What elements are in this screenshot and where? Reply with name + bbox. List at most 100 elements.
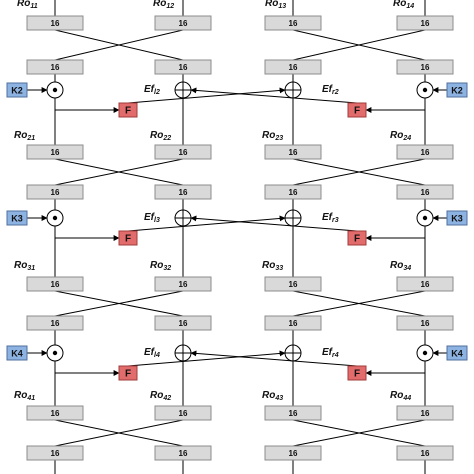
register-label: 16 — [289, 319, 298, 328]
register-label: 16 — [179, 280, 188, 289]
register-label: 16 — [421, 280, 430, 289]
label-subscript: 42 — [162, 395, 171, 402]
f-box-left — [118, 102, 138, 118]
ef-wire-right — [127, 215, 286, 232]
swap-wire — [292, 290, 426, 317]
register-swap-r2-3 — [396, 59, 454, 75]
ro-label-33: Ro33 — [262, 260, 283, 272]
register-swap-final-2 — [264, 445, 322, 461]
register-out-12 — [154, 15, 212, 31]
label-subscript: 43 — [274, 395, 283, 402]
ef-wire-right — [127, 350, 286, 367]
register-label: 16 — [289, 19, 298, 28]
register-out-42 — [154, 405, 212, 421]
register-label: 16 — [51, 19, 60, 28]
ro-label-34: Ro34 — [390, 260, 411, 272]
register-label: 16 — [179, 188, 188, 197]
register-out-23 — [264, 144, 322, 160]
ef-label-r4: Efr4 — [322, 347, 339, 359]
swap-wire — [292, 419, 426, 447]
key-label: K4 — [451, 349, 463, 359]
key-label: K4 — [11, 349, 23, 359]
register-label: 16 — [421, 63, 430, 72]
label-subscript: 12 — [166, 3, 174, 10]
label-subscript: 32 — [163, 265, 171, 272]
and-dot — [422, 215, 428, 221]
label-subscript: 34 — [403, 265, 411, 272]
register-label: 16 — [179, 449, 188, 458]
register-label: 16 — [179, 319, 188, 328]
ro-label-44: Ro44 — [390, 390, 411, 402]
register-swap-r2-2 — [264, 59, 322, 75]
swap-wire — [292, 158, 426, 186]
swap-wire — [54, 158, 184, 186]
and-dot — [52, 87, 58, 93]
register-label: 16 — [421, 148, 430, 157]
register-label: 16 — [179, 19, 188, 28]
register-out-22 — [154, 144, 212, 160]
register-out-43 — [264, 405, 322, 421]
register-label: 16 — [289, 449, 298, 458]
f-box-left — [118, 365, 138, 381]
label-subscript: 24 — [402, 135, 411, 142]
f-box-left — [118, 230, 138, 246]
and-dot — [422, 87, 428, 93]
key-label: K3 — [11, 214, 23, 224]
swap-wire — [54, 29, 184, 61]
and-dot — [52, 215, 58, 221]
f-label: F — [125, 369, 131, 380]
register-label: 16 — [179, 63, 188, 72]
ro-label-14: Ro14 — [393, 0, 414, 10]
register-label: 16 — [421, 319, 430, 328]
ef-wire-right — [127, 87, 286, 104]
register-label: 16 — [289, 409, 298, 418]
key-box-right-K4 — [446, 345, 468, 361]
register-label: 16 — [51, 449, 60, 458]
swap-wire — [54, 290, 184, 317]
label-subscript: 11 — [30, 3, 37, 10]
register-out-41 — [26, 405, 84, 421]
label-subscript: 23 — [274, 135, 283, 142]
key-label: K2 — [451, 86, 463, 96]
register-out-33 — [264, 276, 322, 292]
register-label: 16 — [51, 319, 60, 328]
f-label: F — [354, 369, 360, 380]
register-label: 16 — [51, 188, 60, 197]
key-box-right-K2 — [446, 82, 468, 98]
ro-label-12: Ro12 — [153, 0, 174, 10]
ro-label-43: Ro43 — [262, 390, 283, 402]
register-label: 16 — [51, 63, 60, 72]
register-label: 16 — [289, 188, 298, 197]
label-subscript: r2 — [332, 89, 339, 96]
register-label: 16 — [51, 280, 60, 289]
label-subscript: 31 — [27, 265, 35, 272]
ef-wire-left — [190, 87, 358, 104]
ro-label-41: Ro41 — [14, 390, 35, 402]
ef-label-r3: Efr3 — [322, 212, 339, 224]
f-label: F — [125, 106, 131, 117]
ef-label-l3: Efl3 — [144, 212, 160, 224]
register-label: 16 — [289, 148, 298, 157]
register-label: 16 — [421, 188, 430, 197]
f-box-right — [347, 102, 367, 118]
ro-label-13: Ro13 — [265, 0, 286, 10]
register-out-34 — [396, 276, 454, 292]
label-subscript: 22 — [162, 135, 171, 142]
ro-label-11: Ro11 — [17, 0, 38, 10]
key-box-left-K2 — [6, 82, 28, 98]
ro-label-31: Ro31 — [14, 260, 35, 272]
register-label: 16 — [289, 63, 298, 72]
label-subscript: 41 — [26, 395, 35, 402]
swap-wire — [292, 29, 426, 61]
register-swap-r3-0 — [26, 184, 84, 200]
register-swap-r2-1 — [154, 59, 212, 75]
f-label: F — [125, 234, 131, 245]
ef-label-r2: Efr2 — [322, 84, 339, 96]
ro-label-21: Ro21 — [14, 130, 35, 142]
key-label: K2 — [11, 86, 23, 96]
label-subscript: 14 — [406, 3, 414, 10]
key-box-left-K4 — [6, 345, 28, 361]
ro-label-32: Ro32 — [150, 260, 171, 272]
register-out-31 — [26, 276, 84, 292]
